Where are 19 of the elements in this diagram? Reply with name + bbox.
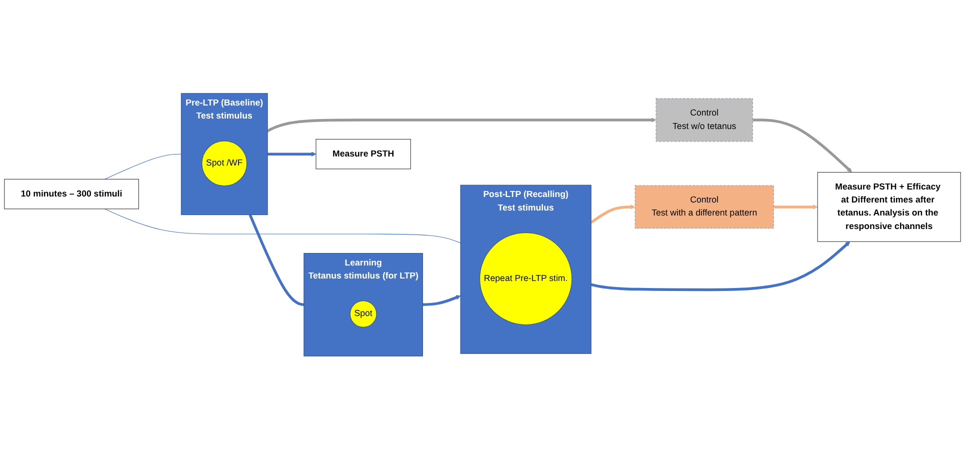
arrow (752, 118, 852, 173)
cluster (304, 253, 423, 357)
node-circle (350, 300, 377, 328)
arrow (590, 242, 850, 292)
node-box (817, 172, 961, 242)
node-box (634, 185, 774, 229)
flowchart-drawing: Post-LTP (Recalling) Test stimulus Repeat Pre-LTP stim. Learning Tetanus stimulus (for LTP) Spot Pre-LTP (Baseline) Test stimulus Spot /WF 10 minutes – 300 stimuli Control Test with a different pattern Measure PSTH Control Test w/o tetanus Measure PSTH + Efficacy at Different times after tetanus. Analysis on the responsive channels (0, 89, 965, 361)
node-box (316, 139, 411, 170)
arrow (590, 204, 636, 224)
cluster (180, 93, 268, 216)
arrow (266, 152, 316, 157)
connector (104, 208, 461, 244)
node-box (656, 98, 753, 142)
connector (104, 154, 183, 180)
cluster (460, 185, 592, 354)
node-circle (480, 232, 572, 326)
arrow (774, 204, 818, 210)
node-circle (202, 140, 248, 186)
node-box (4, 179, 139, 210)
